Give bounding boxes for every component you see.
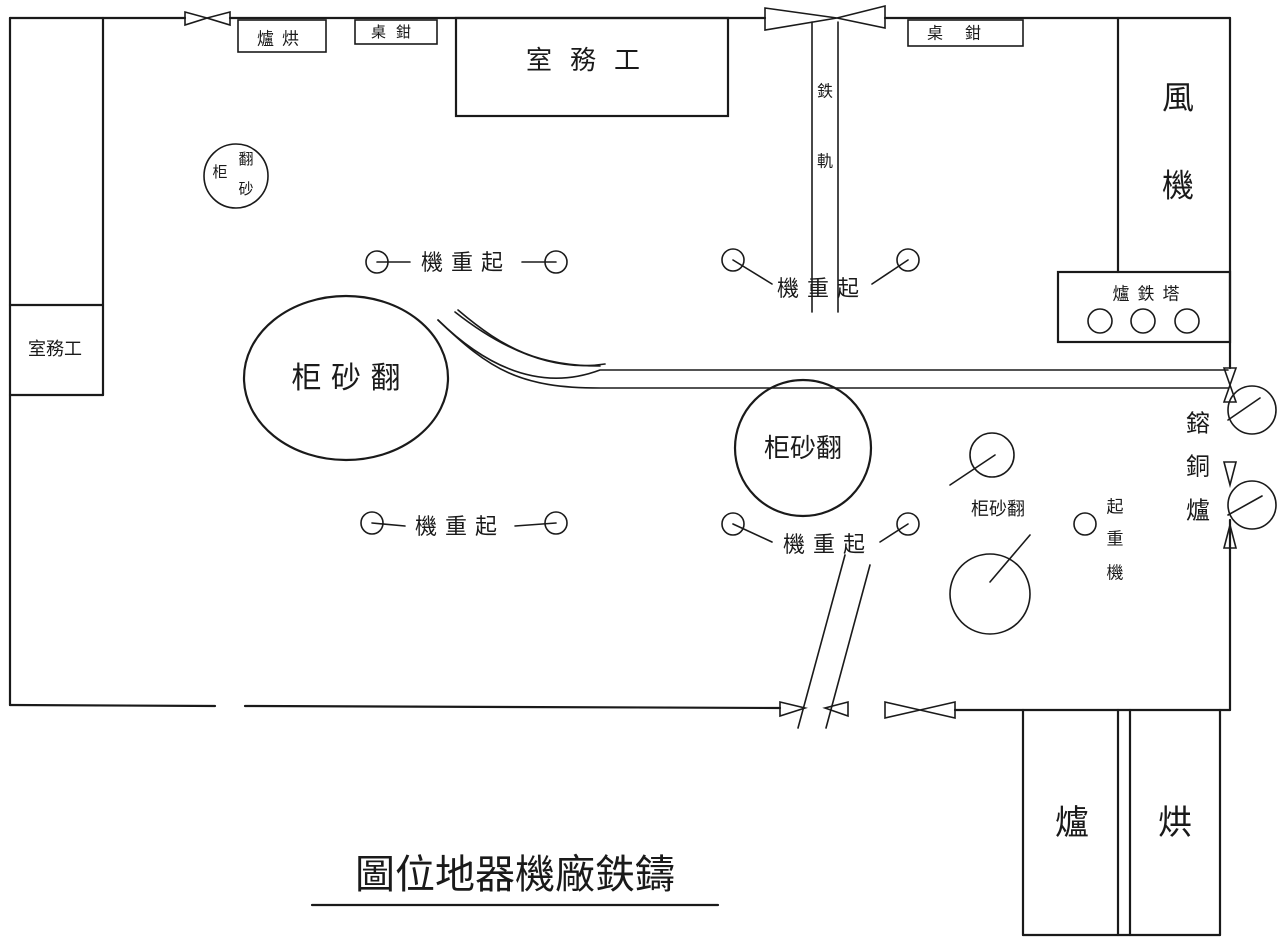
blower-label-1: 風: [1162, 79, 1194, 117]
bottom-ovens: 爐 烘: [1021, 708, 1222, 937]
sand-box-center-label: 柜砂翻: [764, 434, 842, 464]
rail-label-1: 鉄: [817, 82, 833, 101]
door-right-upper: [1222, 367, 1238, 403]
sand-box-small-text-2: 柜: [212, 163, 227, 181]
pliers-table-1-label: 桌鉗: [371, 23, 421, 41]
sand-box-center: 柜砂翻: [733, 378, 873, 518]
crane-label-3: 機重起: [415, 515, 505, 540]
crane-top-right: 機重起: [721, 248, 920, 302]
sand-box-small-text-1: 翻: [238, 150, 253, 168]
crane-vertical-text-2: 重: [1107, 530, 1124, 550]
workshop-top-label: 室務工: [526, 46, 658, 76]
crane-label-1: 機重起: [421, 251, 511, 276]
pliers-table-2: 桌鉗: [907, 19, 1024, 47]
sand-box-large-left-label: 柜 砂 翻: [291, 361, 400, 396]
crane-bottom-left: 機重起: [360, 511, 568, 540]
copper-furnace-text-2: 銅: [1186, 453, 1210, 481]
pliers-table-1: 桌鉗: [354, 19, 438, 45]
rail-label-2: 軌: [817, 152, 833, 171]
diagonal-rail: [797, 554, 871, 729]
copper-furnace-text-3: 爐: [1186, 497, 1210, 525]
door-top-left: [184, 10, 231, 27]
crane-bottom-center: 機重起: [721, 512, 920, 558]
small-oven-label: 爐烘: [257, 30, 307, 50]
bottom-oven-label-1: 爐: [1055, 803, 1089, 843]
door-right-lower: [1222, 461, 1238, 549]
copper-furnace-text-1: 鎔: [1186, 410, 1210, 438]
bottom-oven-label-2: 烘: [1158, 803, 1192, 843]
curved-rail: [437, 309, 1229, 389]
pliers-table-2-label: 桌鉗: [927, 24, 1003, 43]
crane-label-2: 機重起: [777, 277, 867, 302]
small-oven: 爐烘: [237, 19, 327, 53]
tower-furnace: 爐鉄塔: [1056, 270, 1232, 344]
crane-vertical-text-1: 起: [1107, 498, 1124, 518]
blower-room: 風 機: [1116, 16, 1194, 274]
crane-label-4: 機重起: [783, 533, 873, 558]
top-workshop-room: 室務工: [454, 16, 730, 118]
building-outline: [8, 16, 1232, 712]
tower-furnace-label: 爐鉄塔: [1113, 285, 1188, 305]
sand-box-small: 翻 柜 砂: [203, 143, 269, 209]
crane-vertical-right: 起 重 機: [1073, 498, 1124, 584]
door-bottom-rail: [779, 700, 849, 718]
blower-label-2: 機: [1162, 167, 1194, 205]
sand-box-right-label: 柜砂翻: [971, 499, 1025, 520]
sand-box-small-text-3: 砂: [238, 180, 253, 198]
workshop-left-label: 室務工: [28, 339, 82, 360]
copper-furnace: 鎔 銅 爐: [1186, 385, 1277, 530]
crane-vertical-text-3: 機: [1107, 564, 1124, 584]
sand-box-right: 柜砂翻: [949, 432, 1031, 635]
door-top-rail: [764, 4, 886, 31]
door-bottom-right: [884, 700, 956, 720]
sand-box-large-left: 柜 砂 翻: [242, 294, 450, 462]
title-text: 圖位地器機廠鉄鑄: [355, 852, 675, 898]
plan-title: 圖位地器機廠鉄鑄: [310, 852, 720, 907]
crane-top-left: 機重起: [365, 250, 568, 276]
rail-track: 鉄 軌: [811, 21, 839, 313]
left-workshop-room: 室務工: [8, 16, 105, 397]
